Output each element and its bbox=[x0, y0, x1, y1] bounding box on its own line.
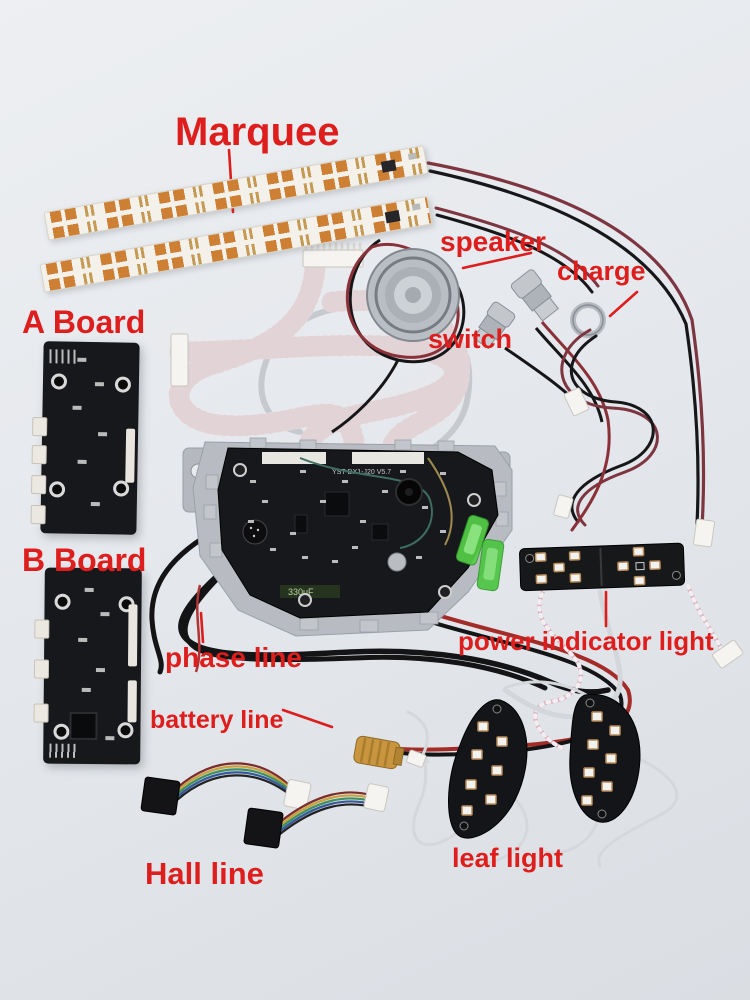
power-indicator-board bbox=[519, 542, 686, 592]
board-connector bbox=[262, 452, 326, 464]
jst-stub bbox=[30, 504, 46, 525]
label-charge: charge bbox=[557, 256, 646, 286]
hall-cable-2 bbox=[243, 783, 390, 849]
label-leaf-light: leaf light bbox=[452, 843, 564, 873]
leaf-light-right bbox=[569, 693, 641, 823]
jst-stub bbox=[32, 416, 48, 437]
mount-hole bbox=[112, 480, 130, 497]
annotation-line-speaker bbox=[461, 251, 533, 270]
green-terminal-connectors bbox=[455, 514, 505, 592]
label-battery-line: battery line bbox=[150, 706, 284, 734]
label-phase-line: phase line bbox=[165, 642, 302, 673]
board-holes bbox=[233, 463, 481, 607]
battery-connector bbox=[353, 735, 405, 770]
leaf-light-left bbox=[448, 699, 528, 839]
hall-cable-1 bbox=[140, 762, 312, 816]
round-sticker bbox=[242, 519, 268, 545]
label-speaker: speaker bbox=[440, 226, 546, 257]
edge-connector bbox=[127, 604, 138, 667]
jst-connectors bbox=[406, 387, 744, 768]
red-lead-wire bbox=[194, 584, 202, 673]
edge-connector bbox=[125, 428, 136, 483]
label-marquee: Marquee bbox=[175, 110, 340, 154]
jst-stub bbox=[33, 703, 49, 723]
a-board bbox=[30, 341, 140, 535]
antenna-trace bbox=[49, 743, 78, 758]
strip-wires bbox=[426, 161, 706, 529]
jst-stub bbox=[34, 619, 50, 639]
metal-ring bbox=[570, 302, 606, 338]
capacitor-label bbox=[280, 585, 340, 598]
chip bbox=[69, 711, 98, 741]
annotation-line-phase bbox=[199, 611, 205, 644]
jst-stub bbox=[31, 474, 47, 495]
silkscreen-model-text: YST-DX1-J20 V5.7 bbox=[332, 469, 391, 476]
antenna-trace bbox=[49, 349, 78, 364]
silkscreen-capacitor-text: 330uF bbox=[288, 587, 314, 597]
label-a-board: A Board bbox=[22, 304, 146, 340]
capacitor-top bbox=[387, 552, 407, 572]
jst-stub bbox=[31, 444, 47, 465]
annotation-lines bbox=[199, 148, 639, 729]
annotation-line-charge bbox=[608, 290, 639, 318]
mount-hole bbox=[50, 373, 68, 390]
mount-hole bbox=[117, 722, 134, 739]
label-b-board: B Board bbox=[22, 542, 147, 578]
right-wire-loops bbox=[560, 328, 659, 532]
jst-stub bbox=[33, 659, 50, 679]
mount-hole bbox=[54, 593, 71, 610]
b-board bbox=[33, 567, 142, 765]
edge-connector bbox=[127, 680, 137, 723]
power-indicator-wires bbox=[502, 584, 724, 750]
label-power-indicator-light: power indicator light bbox=[458, 626, 714, 656]
annotation-line-battery bbox=[281, 708, 334, 729]
smd-components bbox=[248, 470, 446, 563]
label-switch: switch bbox=[428, 324, 513, 354]
main-board: YST-DX1-J20 V5.7 330uF bbox=[217, 447, 499, 619]
label-hall-line: Hall line bbox=[145, 856, 264, 891]
mount-hole bbox=[114, 376, 132, 393]
board-connector bbox=[352, 452, 424, 464]
speaker bbox=[331, 238, 466, 434]
mount-hole bbox=[53, 723, 70, 740]
ribbon-connector bbox=[170, 242, 364, 387]
mount-hole bbox=[48, 481, 66, 498]
